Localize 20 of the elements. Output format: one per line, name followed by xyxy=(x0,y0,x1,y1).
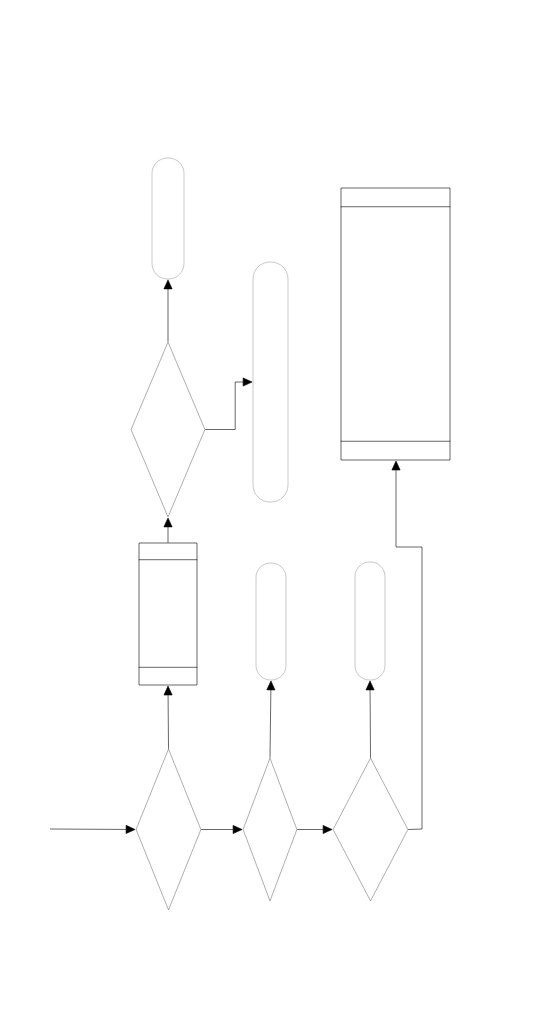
terminator-capsule xyxy=(255,562,287,681)
arrow xyxy=(163,517,173,543)
arrow xyxy=(365,680,375,759)
decision-diamond xyxy=(242,757,298,902)
arrow xyxy=(266,680,276,759)
decision-diamond xyxy=(135,748,202,911)
arrow xyxy=(204,377,253,430)
terminator-capsule xyxy=(151,157,185,280)
arrow xyxy=(391,460,423,830)
arrow xyxy=(163,685,173,750)
terminator-capsule xyxy=(252,261,289,503)
arrow xyxy=(163,279,173,343)
arrow xyxy=(200,825,243,834)
decision-diamond xyxy=(332,757,409,902)
process-box xyxy=(138,542,198,686)
terminator-capsule xyxy=(354,561,386,681)
decision-diamond xyxy=(130,341,206,518)
process-box xyxy=(340,187,451,461)
arrow xyxy=(296,825,333,834)
arrow xyxy=(49,825,136,834)
